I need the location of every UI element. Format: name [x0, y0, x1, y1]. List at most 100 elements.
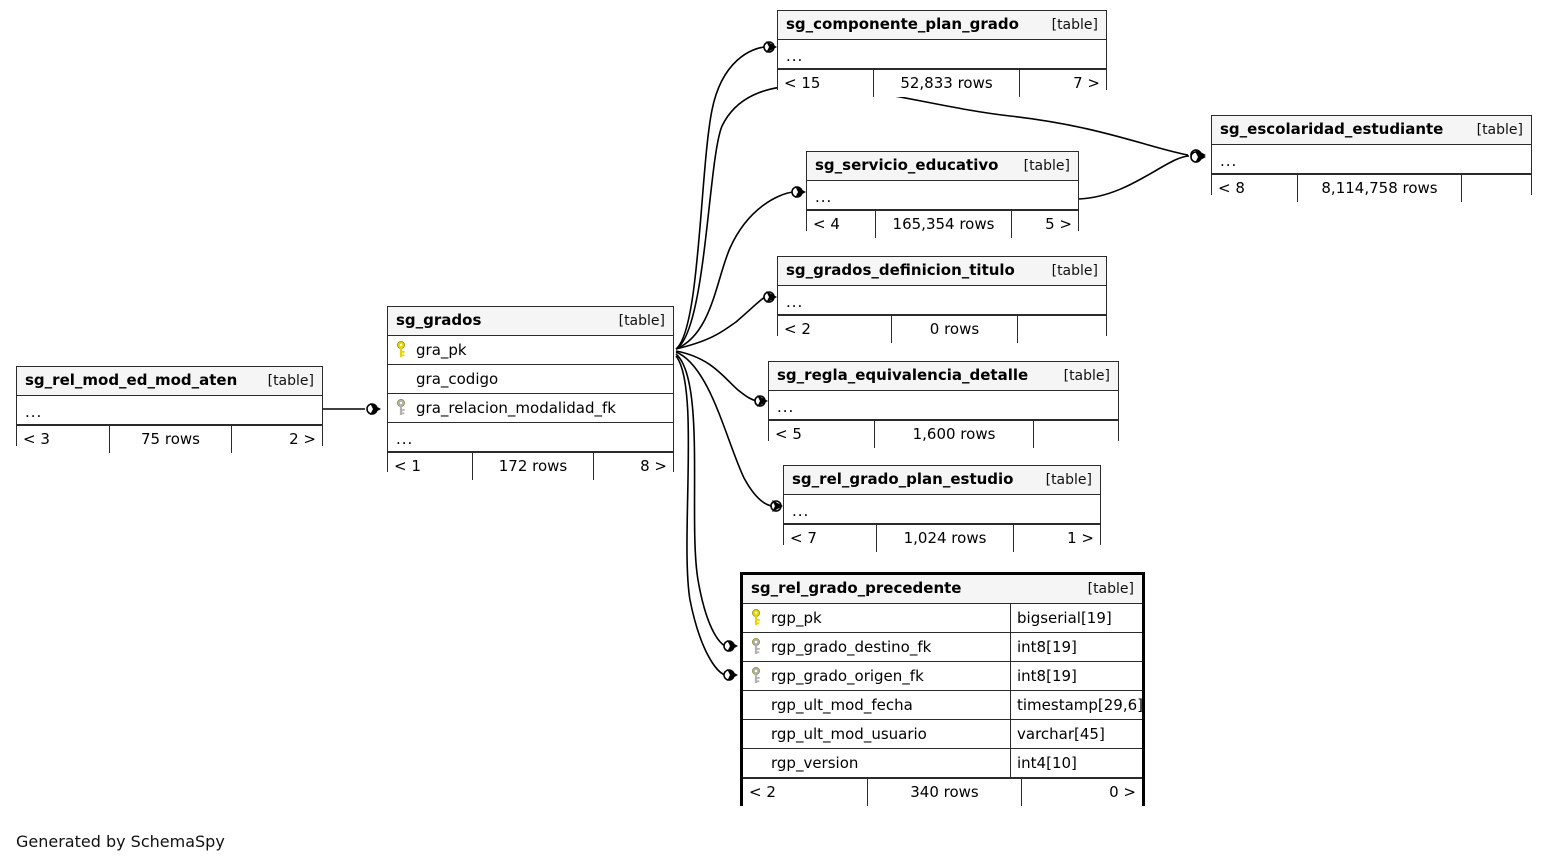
more-columns-ellipsis[interactable]: ...	[778, 40, 1106, 69]
table-title: sg_escolaridad_estudiante	[1220, 120, 1444, 138]
incoming-relations-count: < 4	[813, 215, 840, 233]
schemaspy-credit: Generated by SchemaSpy	[16, 832, 225, 851]
table-title: sg_grados_definicion_titulo	[786, 261, 1015, 279]
cardinality-optional-circle	[791, 186, 803, 198]
ellipsis-label: ...	[815, 188, 833, 206]
no-key-spacer	[396, 370, 409, 388]
incoming-relations-count: < 2	[784, 320, 811, 338]
more-columns-ellipsis[interactable]: ...	[769, 391, 1118, 420]
row-count: 340 rows	[867, 779, 1022, 806]
cardinality-optional-circle	[754, 395, 766, 407]
table-header-sg_rel_grado_precedente: sg_rel_grado_precedente[table]	[743, 575, 1142, 604]
column-name-cell: gra_codigo	[388, 370, 673, 388]
cardinality-crowsfoot-arrow	[370, 403, 381, 415]
table-header-sg_escolaridad_estudiante: sg_escolaridad_estudiante [table]	[1212, 116, 1531, 145]
table-kind-label: [table]	[1023, 157, 1070, 174]
foreign-key-icon	[751, 667, 764, 685]
outgoing-relations-count: 8 >	[640, 457, 667, 475]
column-name-cell: rgp_grado_origen_fk	[743, 667, 1010, 685]
more-columns-ellipsis[interactable]: ...	[17, 396, 322, 425]
column-name-cell: rgp_ult_mod_fecha	[743, 696, 1010, 714]
cardinality-optional-circle	[723, 669, 735, 681]
column-type-cell: int4[10]	[1010, 749, 1142, 777]
outgoing-relations-count: 7 >	[1073, 74, 1100, 92]
column-type-cell: timestamp[29,6]	[1010, 691, 1143, 719]
column-name-cell: gra_pk	[388, 341, 673, 359]
table-header-sg_componente_plan_grado: sg_componente_plan_grado [table]	[778, 11, 1106, 40]
primary-key-icon	[751, 609, 764, 627]
ellipsis-label: ...	[792, 502, 810, 520]
cardinality-crowsfoot-arrow	[766, 291, 777, 303]
table-header-sg_regla_equivalencia_detalle: sg_regla_equivalencia_detalle[table]	[769, 362, 1118, 391]
more-columns-ellipsis[interactable]: ...	[807, 181, 1078, 210]
table-header-sg_rel_mod_ed_mod_aten: sg_rel_mod_ed_mod_aten[table]	[17, 367, 322, 396]
column-label: rgp_ult_mod_usuario	[771, 725, 927, 743]
table-title: sg_componente_plan_grado	[786, 15, 1019, 33]
column-label: rgp_grado_origen_fk	[771, 667, 924, 685]
table-node-sg_grados_definicion_titulo[interactable]: sg_grados_definicion_titulo[table]...< 2…	[777, 256, 1107, 343]
table-kind-label: [table]	[1476, 121, 1523, 138]
table-header-sg_grados_definicion_titulo: sg_grados_definicion_titulo[table]	[778, 257, 1106, 286]
no-key-spacer	[751, 754, 764, 772]
table-title: sg_regla_equivalencia_detalle	[777, 366, 1029, 384]
outgoing-relations-count	[1018, 316, 1106, 343]
relationship-edge-sg_grados-to-sg_regla_equivalencia_detalle	[675, 350, 758, 402]
column-label: gra_pk	[416, 341, 467, 359]
outgoing-relations-count: 1 >	[1067, 529, 1094, 547]
table-node-sg_regla_equivalencia_detalle[interactable]: sg_regla_equivalencia_detalle[table]... <…	[768, 361, 1119, 448]
more-columns-ellipsis[interactable]: ...	[784, 495, 1100, 524]
column-type-cell: int8[19]	[1010, 633, 1142, 661]
table-title: sg_grados	[396, 311, 482, 329]
ellipsis-label: ...	[396, 430, 414, 448]
more-columns-ellipsis[interactable]: ...	[778, 286, 1106, 315]
cardinality-crowsfoot-arrow	[772, 500, 783, 512]
table-title: sg_servicio_educativo	[815, 156, 999, 174]
foreign-key-icon	[751, 638, 764, 656]
cardinality-crowsfoot-arrow	[1195, 149, 1206, 161]
column-label: rgp_version	[771, 754, 859, 772]
column-row[interactable]: gra_codigo	[388, 365, 673, 394]
more-columns-ellipsis[interactable]: ...	[388, 423, 673, 452]
column-label: gra_relacion_modalidad_fk	[416, 399, 616, 417]
incoming-relations-count: < 2	[749, 783, 776, 801]
column-row[interactable]: rgp_version int4[10]	[743, 749, 1142, 778]
row-count: 172 rows	[472, 453, 594, 480]
table-kind-label: [table]	[1051, 16, 1098, 33]
more-columns-ellipsis[interactable]: ...	[1212, 145, 1531, 174]
column-row[interactable]: gra_relacion_modalidad_fk	[388, 394, 673, 423]
primary-key-icon	[396, 341, 409, 359]
cardinality-crowsfoot-arrow	[727, 669, 738, 681]
ellipsis-label: ...	[786, 47, 804, 65]
table-title: sg_rel_mod_ed_mod_aten	[25, 371, 238, 389]
no-key-spacer	[751, 725, 764, 743]
ellipsis-label: ...	[777, 398, 795, 416]
column-row[interactable]: gra_pk	[388, 336, 673, 365]
ellipsis-label: ...	[1220, 152, 1238, 170]
row-count: 52,833 rows	[873, 70, 1020, 97]
outgoing-relations-count	[1034, 421, 1118, 448]
no-key-spacer	[751, 696, 764, 714]
cardinality-crowsfoot-arrow	[766, 41, 777, 53]
cardinality-crowsfoot-arrow	[727, 640, 738, 652]
row-count: 1,600 rows	[874, 421, 1034, 448]
incoming-relations-count: < 8	[1218, 179, 1245, 197]
table-title: sg_rel_grado_precedente	[751, 579, 962, 597]
